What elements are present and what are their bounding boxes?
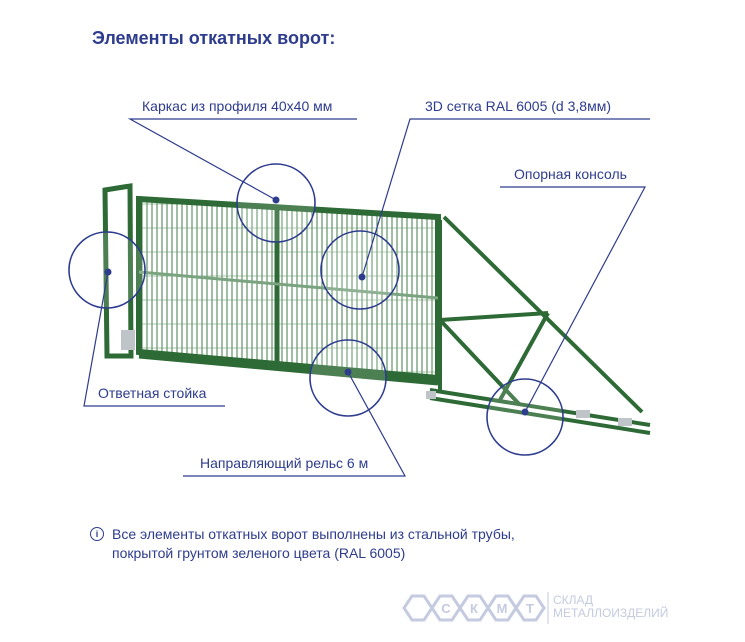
dot-mesh: [358, 273, 366, 281]
zoom-circle-mesh: [320, 230, 400, 310]
leader-lines: [83, 118, 650, 477]
logo-letter: С: [441, 601, 451, 616]
label-mesh: 3D сетка RAL 6005 (d 3,8мм): [425, 98, 611, 114]
logo-line-1: СКЛАД: [553, 593, 594, 607]
label-console: Опорная консоль: [514, 166, 627, 182]
gate-frame: [136, 195, 441, 386]
label-frame: Каркас из профиля 40х40 мм: [142, 98, 333, 114]
dot-rail: [344, 368, 352, 376]
dot-post: [104, 268, 112, 276]
support-console: [426, 215, 651, 435]
info-icon: i: [90, 527, 104, 541]
logo-letter: М: [497, 601, 508, 616]
logo-letter: Т: [526, 601, 534, 616]
note-line-2: покрытой грунтом зеленого цвета (RAL 600…: [112, 545, 406, 561]
logo-line-2: МЕТАЛЛОИЗДЕЛИЙ: [553, 606, 669, 620]
dot-frame: [272, 196, 280, 204]
logo-icon: [402, 592, 549, 624]
label-post: Ответная стойка: [98, 385, 207, 401]
page-title: Элементы откатных ворот:: [92, 28, 336, 48]
zoom-circle-rail: [309, 339, 387, 417]
label-rail: Направляющий рельс 6 м: [200, 455, 369, 471]
zoom-circle-console: [486, 378, 564, 456]
dot-console: [521, 408, 529, 416]
note-line-1: Все элементы откатных ворот выполнены из…: [112, 526, 515, 542]
counter-post: [102, 183, 135, 359]
logo-text: СКЛАД МЕТАЛЛОИЗДЕЛИЙ: [553, 594, 668, 620]
logo-letter: К: [470, 601, 478, 616]
note: Все элементы откатных ворот выполнены из…: [112, 525, 515, 563]
